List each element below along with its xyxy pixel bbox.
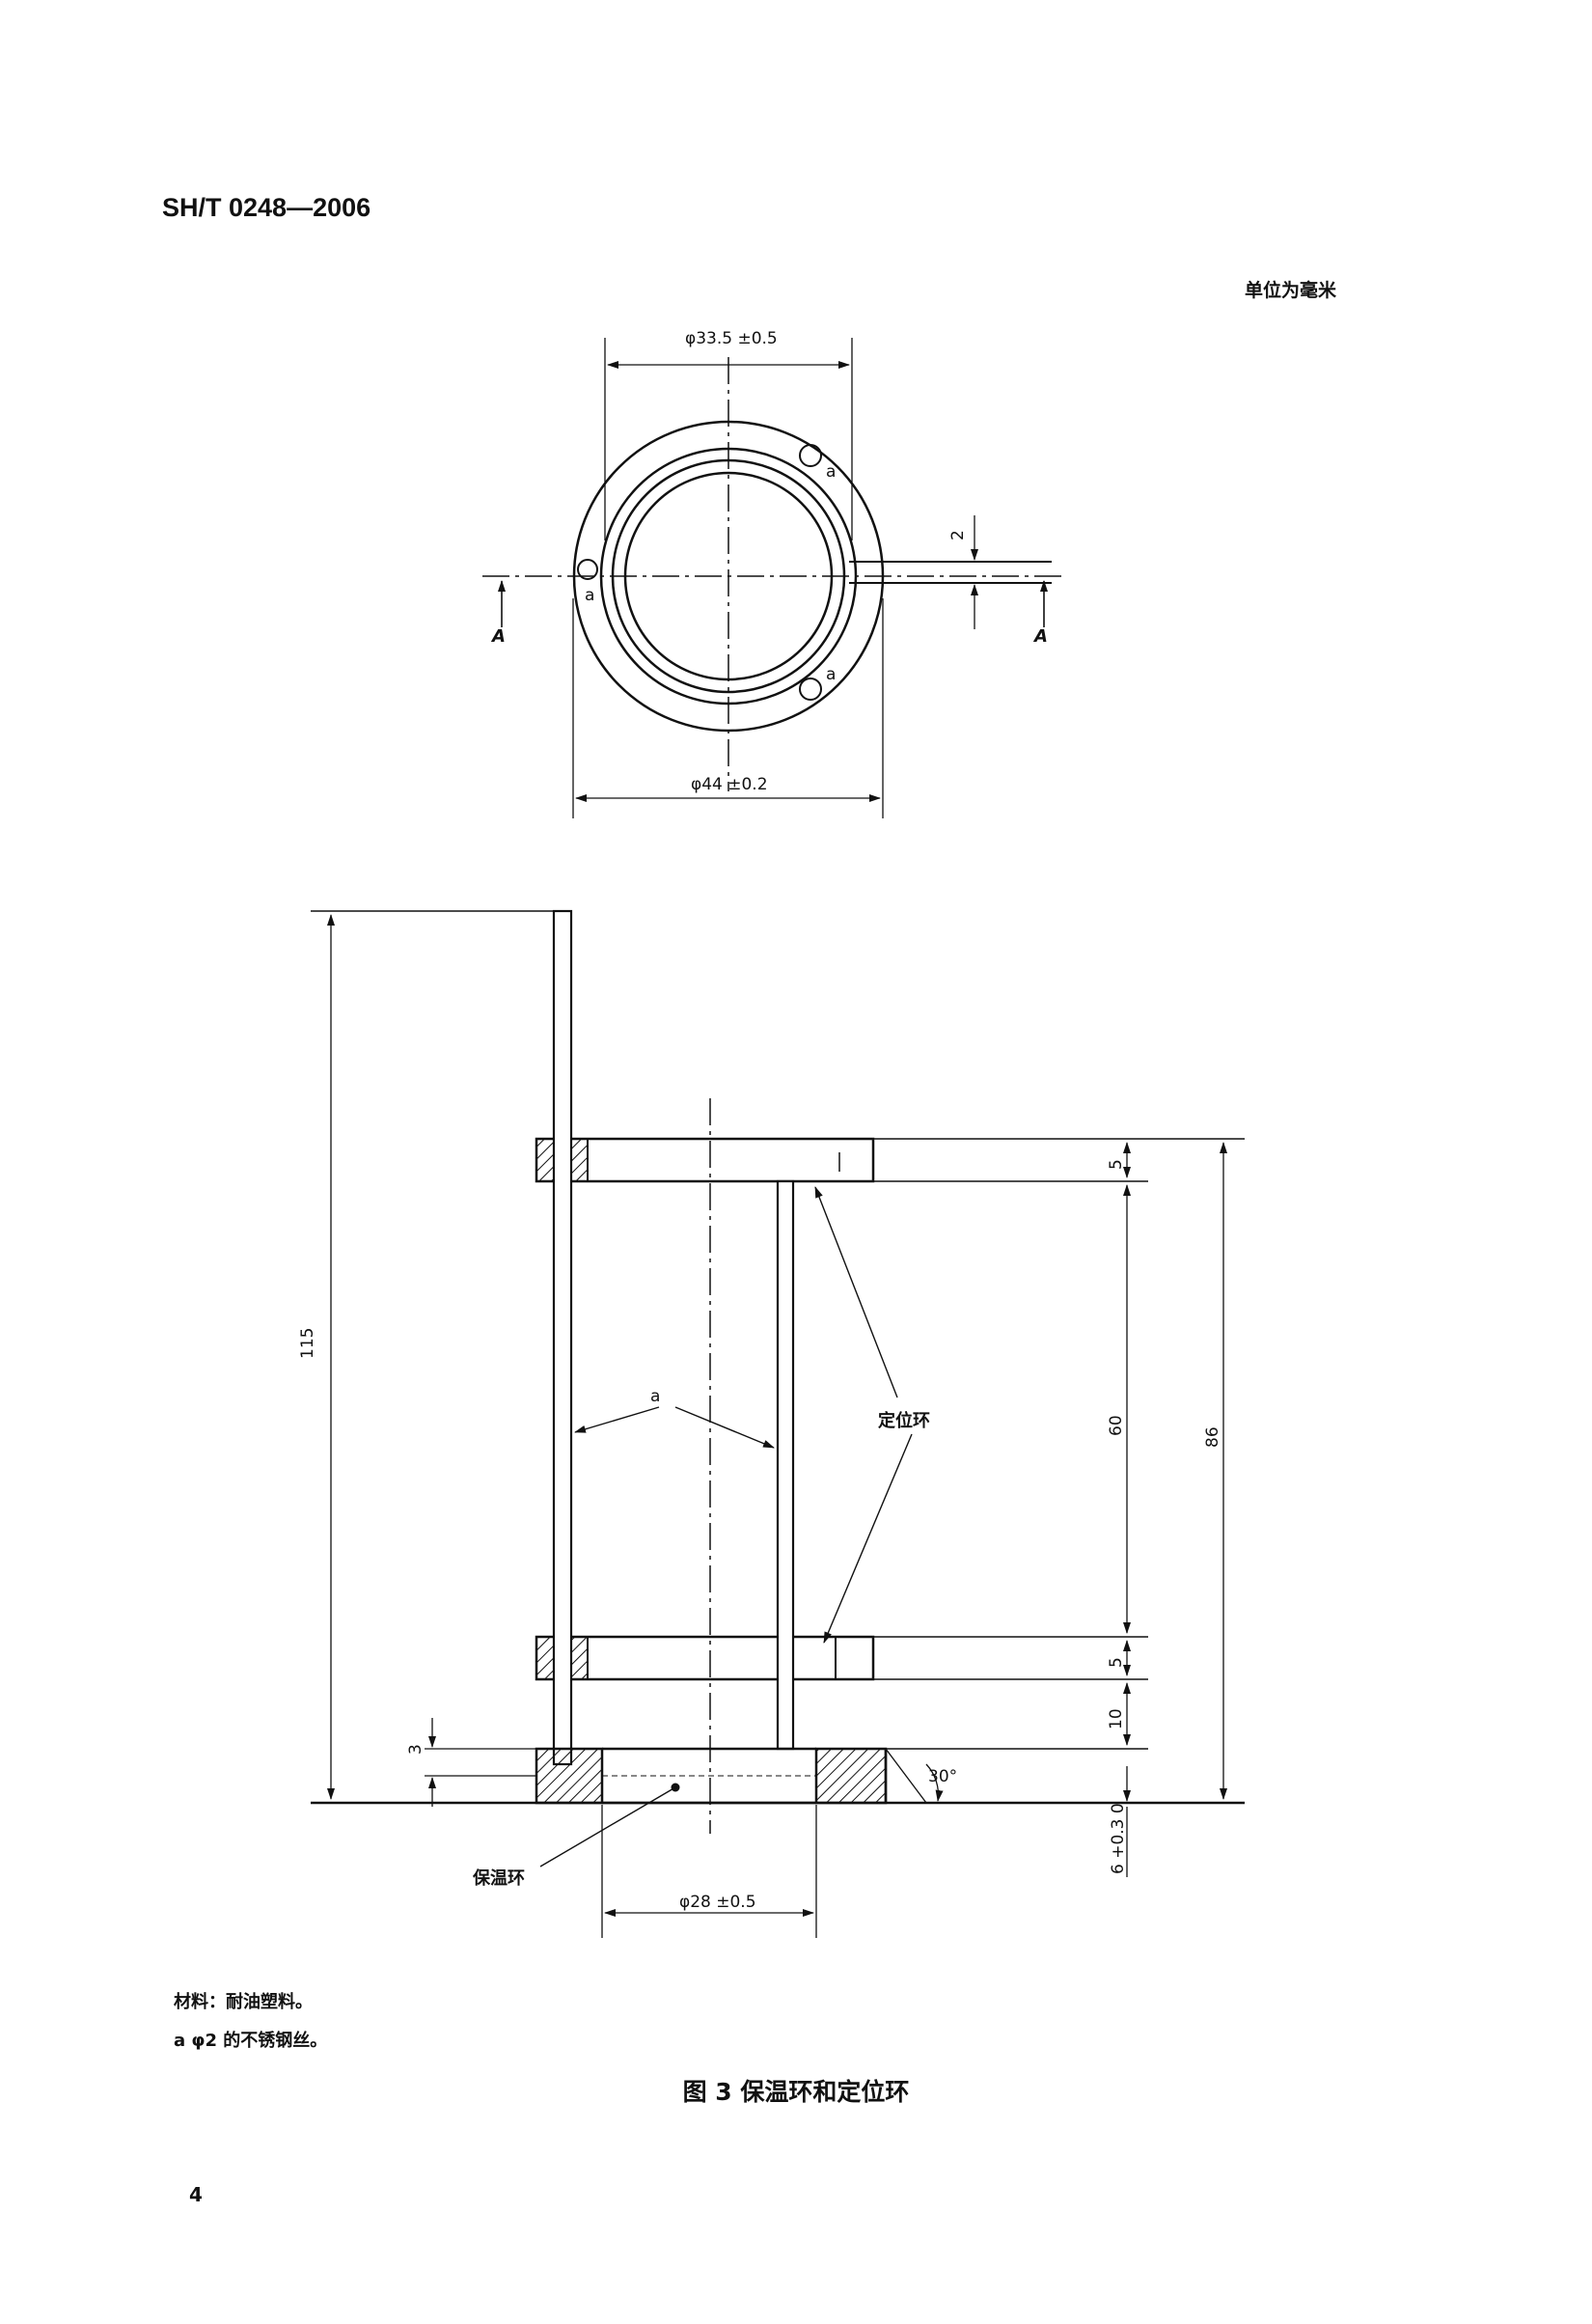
dim-outer-diameter: φ44 ±0.2 bbox=[691, 775, 768, 794]
dim-assembly-height: 86 bbox=[1203, 1426, 1222, 1448]
dim-inner-diameter: φ33.5 ±0.5 bbox=[685, 329, 778, 348]
hole-left bbox=[577, 559, 598, 580]
figure-caption: 图 3 保温环和定位环 bbox=[682, 2078, 910, 2106]
hole-bottom-right bbox=[799, 678, 822, 701]
hole-label-top-right: a bbox=[826, 462, 836, 482]
standard-code: SH/T 0248—2006 bbox=[162, 193, 371, 222]
unit-note: 单位为毫米 bbox=[1245, 280, 1337, 301]
dim-slot-width: 2 bbox=[948, 530, 968, 540]
right-wire bbox=[776, 1179, 795, 1751]
footnote: a φ2 的不锈钢丝。 bbox=[174, 2031, 328, 2051]
dim-ring-thickness-bottom: 5 bbox=[1107, 1657, 1126, 1668]
dim-ring-thickness-top: 5 bbox=[1107, 1159, 1126, 1170]
dim-total-height: 115 bbox=[298, 1328, 317, 1359]
material-note: 材料：耐油塑料。 bbox=[174, 1992, 313, 2012]
leader-wire-left bbox=[574, 1406, 660, 1433]
positioning-ring-label: 定位环 bbox=[878, 1410, 930, 1431]
section-mark-right: A bbox=[1032, 626, 1048, 647]
angle-label: 30° bbox=[928, 1767, 957, 1786]
dim-gap-between-rings: 60 bbox=[1107, 1415, 1126, 1436]
insulation-ring-left bbox=[535, 1747, 604, 1805]
hole-label-bottom-right: a bbox=[826, 665, 836, 684]
top-view bbox=[482, 338, 1061, 818]
outer-ring-circle bbox=[572, 420, 885, 733]
dim-base-tolerance: 6 +0.3 0 bbox=[1109, 1803, 1128, 1874]
leader-ring-top bbox=[814, 1186, 898, 1398]
insulation-ring-label: 保温环 bbox=[472, 1868, 525, 1889]
leader-ring-lower bbox=[823, 1433, 913, 1644]
page-number: 4 bbox=[189, 2183, 203, 2206]
left-wire bbox=[552, 909, 573, 1766]
insulation-ring-right bbox=[814, 1747, 888, 1805]
dim-base-inner-diameter: φ28 ±0.5 bbox=[679, 1893, 756, 1912]
side-view bbox=[311, 909, 1245, 1938]
dim-base-recess: 3 bbox=[406, 1744, 425, 1755]
leader-insulation-ring bbox=[539, 1786, 676, 1868]
hole-label-left: a bbox=[585, 586, 594, 605]
section-mark-left: A bbox=[490, 626, 506, 647]
dim-gap-to-base: 10 bbox=[1107, 1708, 1126, 1729]
hole-top-right bbox=[799, 444, 822, 467]
wire-label: a bbox=[650, 1387, 660, 1406]
leader-wire-right bbox=[674, 1406, 775, 1449]
